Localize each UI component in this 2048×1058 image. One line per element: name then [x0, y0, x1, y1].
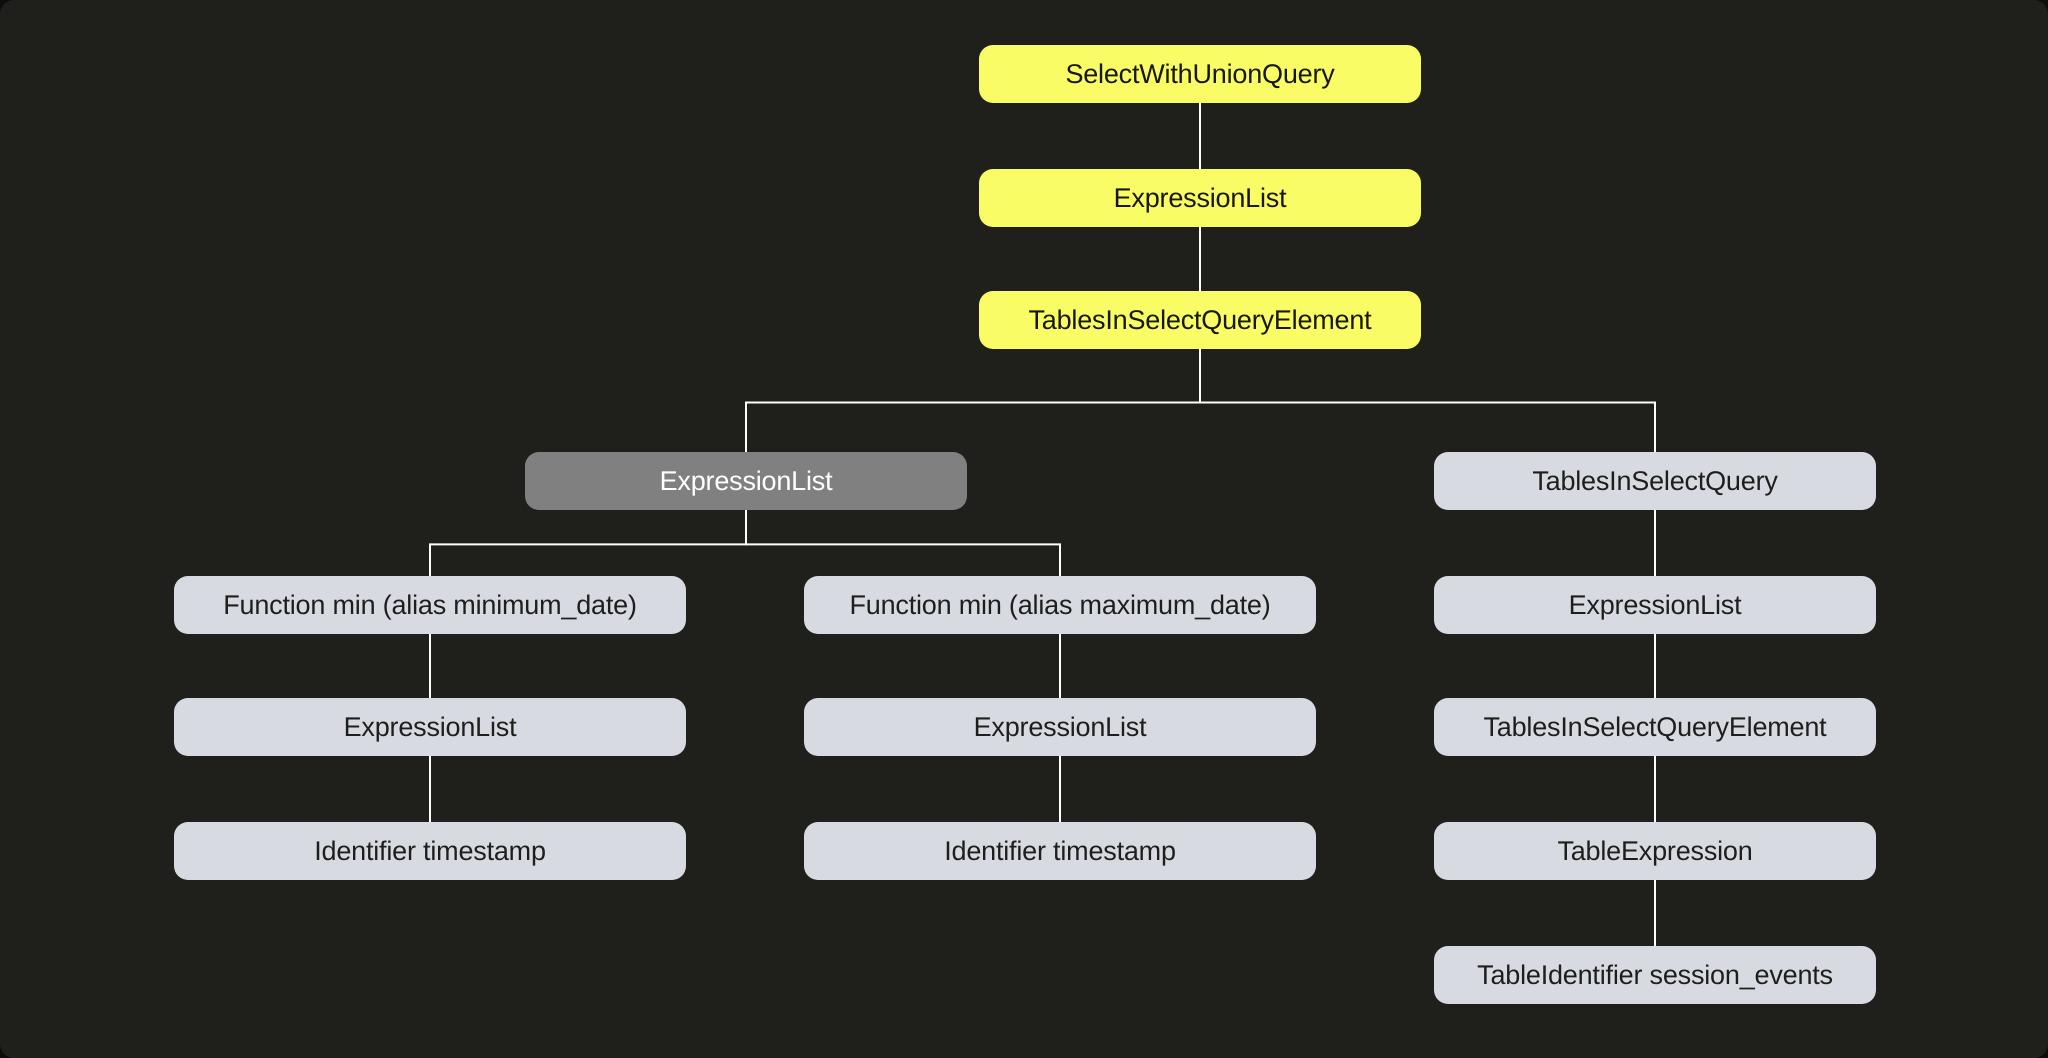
tree-node-label: SelectWithUnionQuery [1065, 58, 1335, 89]
tree-node[interactable]: ExpressionList [525, 452, 967, 510]
tree-node-label: ExpressionList [659, 465, 833, 496]
tree-node-label: TablesInSelectQueryElement [1483, 711, 1827, 742]
tree-node[interactable]: ExpressionList [979, 169, 1421, 227]
tree-edge [745, 349, 1201, 452]
tree-node-label: TablesInSelectQuery [1532, 465, 1778, 496]
tree-edge [1199, 349, 1656, 452]
tree-node-label: ExpressionList [1568, 589, 1742, 620]
tree-node[interactable]: Function min (alias maximum_date) [804, 576, 1316, 634]
tree-node[interactable]: Identifier timestamp [174, 822, 686, 880]
tree-node[interactable]: TablesInSelectQuery [1434, 452, 1876, 510]
tree-node[interactable]: ExpressionList [804, 698, 1316, 756]
tree-edge [429, 510, 747, 576]
tree-node[interactable]: TablesInSelectQueryElement [979, 291, 1421, 349]
tree-node-label: ExpressionList [973, 711, 1147, 742]
tree-node-label: ExpressionList [343, 711, 517, 742]
tree-node[interactable]: TableIdentifier session_events [1434, 946, 1876, 1004]
tree-node[interactable]: Function min (alias minimum_date) [174, 576, 686, 634]
tree-node-label: TableExpression [1557, 835, 1753, 866]
tree-node[interactable]: ExpressionList [1434, 576, 1876, 634]
tree-node-label: Identifier timestamp [944, 835, 1176, 866]
tree-node[interactable]: SelectWithUnionQuery [979, 45, 1421, 103]
tree-node-label: Function min (alias maximum_date) [849, 589, 1271, 620]
tree-node[interactable]: Identifier timestamp [804, 822, 1316, 880]
tree-node-label: TableIdentifier session_events [1477, 959, 1833, 990]
tree-edge [745, 510, 1061, 576]
tree-node-label: ExpressionList [1113, 182, 1287, 213]
tree-node[interactable]: TableExpression [1434, 822, 1876, 880]
tree-node[interactable]: ExpressionList [174, 698, 686, 756]
tree-node-label: Identifier timestamp [314, 835, 546, 866]
tree-node[interactable]: TablesInSelectQueryElement [1434, 698, 1876, 756]
tree-node-label: Function min (alias minimum_date) [223, 589, 637, 620]
tree-node-label: TablesInSelectQueryElement [1028, 304, 1372, 335]
